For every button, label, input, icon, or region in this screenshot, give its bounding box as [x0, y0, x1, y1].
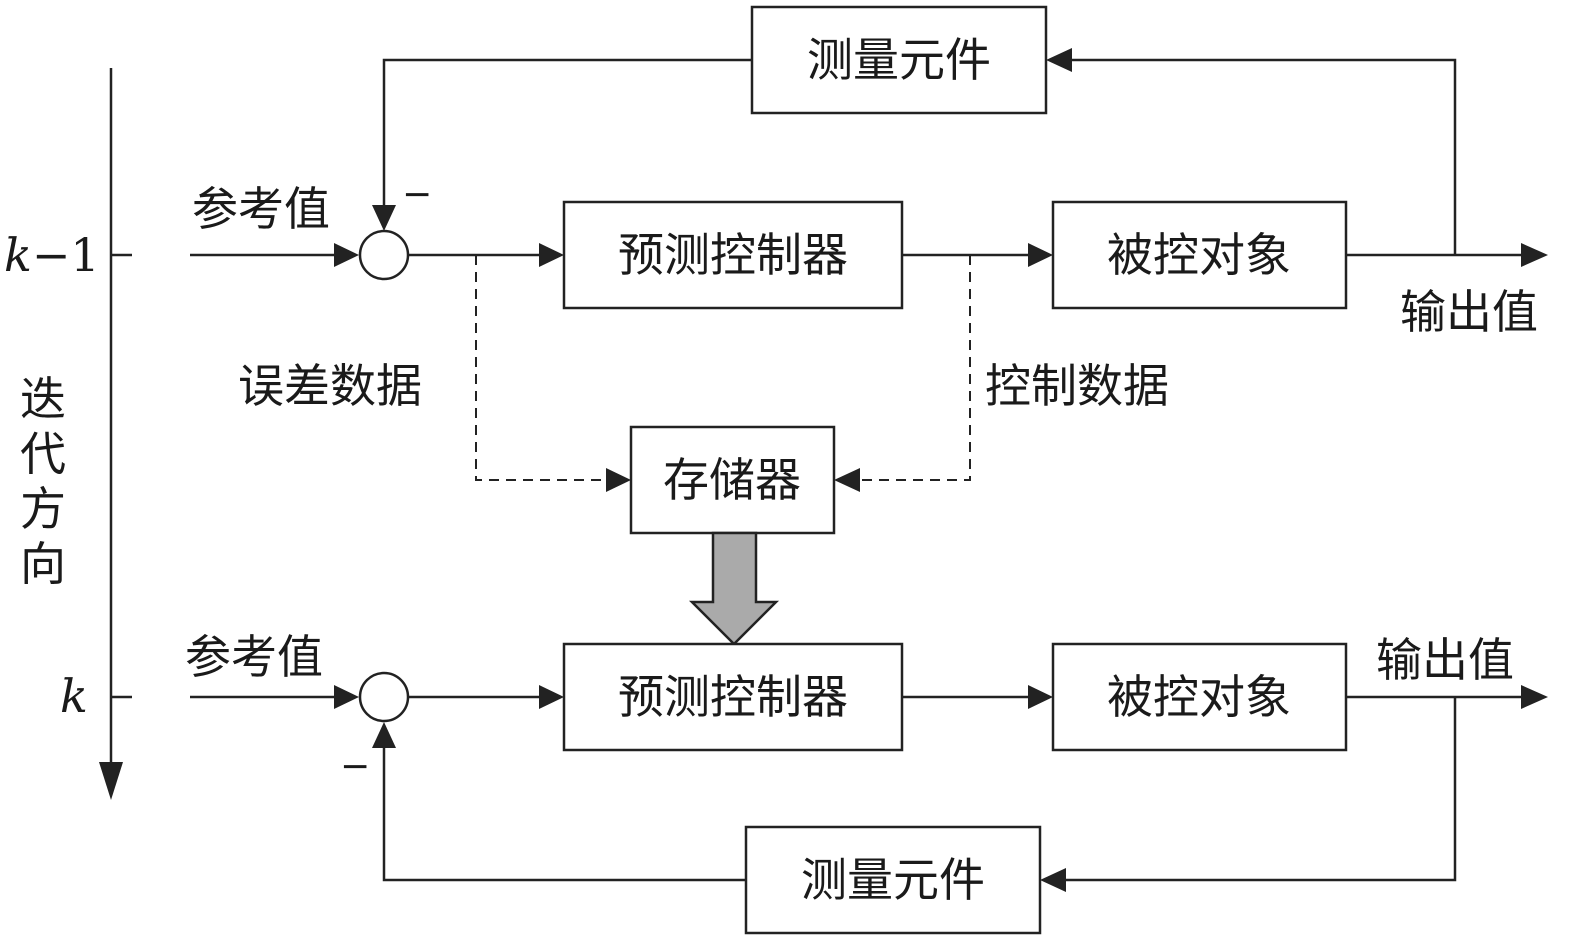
- error-data-tap: [475, 255, 612, 481]
- memory-section: 误差数据 控制数据 存储器: [238, 255, 1169, 646]
- bottom-controller-label: 预测控制器: [618, 670, 848, 724]
- memory-transfer-arrow: [688, 531, 780, 646]
- error-data-label: 误差数据: [238, 359, 422, 413]
- control-data-arrowhead: [834, 468, 860, 492]
- control-data-tap: [860, 255, 971, 481]
- bottom-loop: 参考值 − 预测控制器 被控对象 输出值 测量元件: [185, 630, 1548, 935]
- top-summing-junction: [358, 229, 410, 281]
- top-sensor-arrowhead: [1046, 48, 1072, 72]
- top-sum-sign: −: [402, 174, 432, 215]
- top-reference-label: 参考值: [192, 182, 330, 236]
- bottom-feedback-wire-out: [382, 748, 746, 882]
- bottom-output-arrowhead: [1521, 685, 1548, 709]
- top-feedback-arrowhead: [372, 205, 396, 231]
- top-reference-arrowhead: [334, 243, 359, 267]
- top-sensor-box: [750, 5, 1048, 115]
- top-plant-label: 被控对象: [1107, 228, 1291, 282]
- top-feedback-wire-out: [382, 58, 752, 207]
- bottom-control-arrowhead: [1028, 685, 1053, 709]
- direction-char-2: 代: [20, 427, 66, 481]
- bottom-sensor-label: 测量元件: [801, 853, 985, 907]
- bottom-sum-sign: −: [340, 746, 370, 787]
- top-sensor-label: 测量元件: [807, 33, 991, 87]
- memory-box: [629, 425, 836, 535]
- direction-char-1: 迭: [20, 372, 66, 426]
- bottom-reference-label: 参考值: [185, 630, 323, 684]
- iteration-axis: k−1 k 迭 代 方 向: [4, 68, 132, 800]
- top-controller-box: [562, 200, 904, 310]
- error-data-arrowhead: [606, 468, 631, 492]
- top-control-arrowhead: [1028, 243, 1053, 267]
- bottom-plant-box: [1051, 642, 1348, 752]
- bottom-output-label: 输出值: [1376, 633, 1514, 687]
- iteration-label-curr: k: [60, 669, 88, 723]
- bottom-feedback-arrowhead: [372, 722, 396, 748]
- bottom-sensor-arrowhead: [1040, 868, 1066, 892]
- top-feedback-wire-in: [1072, 58, 1457, 255]
- top-output-label: 输出值: [1400, 285, 1538, 339]
- bottom-summing-junction: [358, 671, 410, 723]
- top-loop: 参考值 − 预测控制器 被控对象 输出值 测量元件: [190, 5, 1548, 339]
- bottom-error-arrowhead: [539, 685, 564, 709]
- top-output-arrowhead: [1521, 243, 1548, 267]
- bottom-controller-box: [562, 642, 904, 752]
- bottom-feedback-wire-in: [1066, 697, 1457, 882]
- top-controller-label: 预测控制器: [618, 228, 848, 282]
- bottom-plant-label: 被控对象: [1107, 670, 1291, 724]
- direction-char-4: 向: [20, 537, 66, 591]
- iteration-axis-arrowhead: [99, 762, 123, 800]
- top-error-arrowhead: [539, 243, 564, 267]
- memory-label: 存储器: [663, 453, 801, 507]
- bottom-sensor-box: [744, 825, 1042, 935]
- iteration-label-prev: k−1: [4, 228, 100, 282]
- bottom-reference-arrowhead: [334, 685, 359, 709]
- direction-char-3: 方: [20, 482, 66, 536]
- control-data-label: 控制数据: [985, 359, 1169, 413]
